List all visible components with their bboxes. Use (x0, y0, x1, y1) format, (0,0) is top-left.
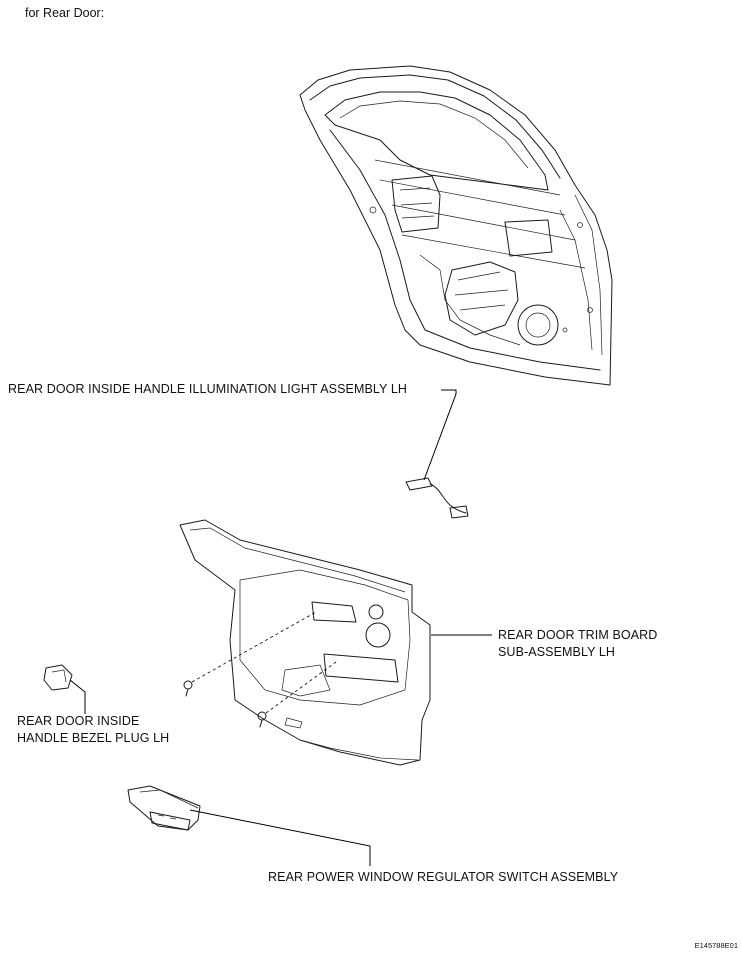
label-bezel-plug-line2: HANDLE BEZEL PLUG LH (17, 731, 170, 745)
bezel-plug-part (43, 664, 73, 691)
diagram-heading: for Rear Door: (25, 6, 105, 20)
trim-clip-lower (257, 711, 267, 728)
regulator-motor (391, 175, 441, 233)
label-illumination-light: REAR DOOR INSIDE HANDLE ILLUMINATION LIG… (8, 382, 408, 396)
leader-window-switch (189, 809, 371, 866)
handle-bezel-outline (311, 601, 357, 623)
label-trim-board-line1: REAR DOOR TRIM BOARD (498, 628, 658, 642)
illumination-light-part (405, 477, 469, 519)
label-trim-board-line2: SUB-ASSEMBLY LH (498, 645, 616, 659)
trim-clip-upper (183, 680, 193, 697)
leader-bezel-plug (69, 679, 86, 714)
switch-recess (323, 653, 399, 683)
window-switch-part (127, 785, 201, 831)
door-trim-board-part (179, 519, 431, 766)
label-bezel-plug-line1: REAR DOOR INSIDE (17, 714, 140, 728)
install-line-lower (265, 661, 337, 714)
label-window-switch: REAR POWER WINDOW REGULATOR SWITCH ASSEM… (268, 870, 619, 884)
install-line-upper (191, 611, 317, 683)
leader-illumination-light (423, 389, 457, 481)
figure-code: E145788E01 (694, 941, 738, 950)
rear-door-frame (299, 65, 613, 386)
